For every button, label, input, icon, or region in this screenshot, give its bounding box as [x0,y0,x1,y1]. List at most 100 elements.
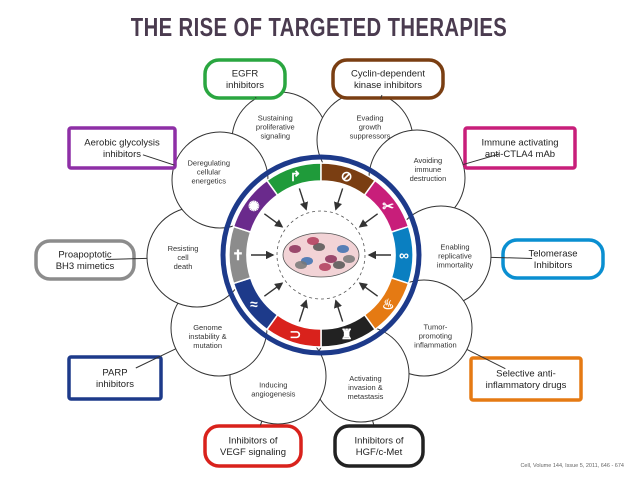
inward-arrow [358,213,379,228]
label-line: Tumor- [423,323,447,332]
segment-energetics-icon: ✺ [248,198,260,214]
label-line: Resisting [168,244,199,253]
label-line: destruction [410,174,447,183]
therapy-box [331,58,445,100]
label-line: Selective anti- [496,369,556,380]
connector-vegf [259,421,263,426]
tumor-cell [337,245,349,253]
therapy-box [463,126,577,170]
tumor-cell [319,263,331,271]
label-line: inhibitors [96,379,134,390]
tumor-cell [325,255,337,263]
tumor-halo [276,210,366,300]
segment-immortality-icon: ∞ [399,247,409,263]
connector-parp [135,348,176,369]
connector-glycolysis [142,154,175,166]
therapy-box [469,356,583,402]
connector-cdk [380,94,383,99]
label-line: Activating [349,374,382,383]
inward-arrow [334,299,344,322]
therapy-box [67,126,177,170]
segment-proliferative-icon: ↱ [289,168,301,184]
therapy-box [203,58,287,100]
segment-suppressors-icon: ⊘ [341,168,353,184]
therapy-box [333,424,425,468]
label-line: Inhibitors [534,260,573,271]
label-line: Inhibitors of [228,436,277,447]
label-line: energetics [191,176,226,185]
label-line: Genome [193,323,222,332]
label-line: death [174,262,193,271]
label-line: signaling [260,131,290,140]
wheel-rim [220,154,422,356]
therapy-box [501,238,605,280]
label-line: inhibitors [103,149,141,160]
tumor-cell [307,237,319,245]
label-line: cell [177,253,189,262]
inward-arrow [334,188,344,211]
tumor-cell [289,245,301,253]
segment-angiogenesis-icon: ⊃ [289,326,301,342]
segment-death-icon: ✝ [232,247,244,263]
label-line: Proapoptotic [58,250,112,261]
segment-immune-icon: ✂ [382,198,394,214]
segment-invasion-icon: ♜ [340,326,353,342]
label-line: immune [415,165,442,174]
label-line: Cyclin-dependent [351,69,425,80]
hallmark-segments: ↱⊘✂∞♨♜⊃≈✝✺ [228,162,414,348]
inward-arrow [298,188,308,211]
label-line: instability & [189,332,227,341]
connector-egfr [254,96,257,99]
label-line: Enabling [440,243,469,252]
connector-telomerase [490,256,533,259]
label-line: Aerobic glycolysis [84,138,160,149]
tumor-cell [295,261,307,269]
therapy-box [34,239,136,281]
tumor-image [282,232,360,278]
label-line: suppressors [350,132,391,141]
inward-arrows [251,188,391,322]
label-line: angiogenesis [251,389,295,398]
label-line: Avoiding [414,156,443,165]
inward-arrow [358,282,379,297]
therapy-connectors [105,94,533,426]
tumor-cell [333,261,345,269]
connector-ctla4 [462,153,500,166]
tumor-mass [282,232,360,278]
label-line: PARP [102,368,127,379]
label-line: Inhibitors of [354,436,403,447]
label-line: growth [359,123,382,132]
label-line: Immune activating [481,138,558,149]
label-line: Deregulating [187,158,230,167]
label-line: EGFR [232,69,259,80]
label-line: Inducing [259,380,287,389]
therapy-box [203,424,303,468]
connector-bh3 [105,257,148,260]
label-line: mutation [193,341,222,350]
slide-title: THE RISE OF TARGETED THERAPIES [130,12,508,42]
label-line: cellular [197,167,221,176]
segment-genome-icon: ≈ [250,296,258,312]
label-line: kinase inhibitors [354,80,422,91]
label-line: Telomerase [528,249,577,260]
label-line: proliferative [256,122,295,131]
